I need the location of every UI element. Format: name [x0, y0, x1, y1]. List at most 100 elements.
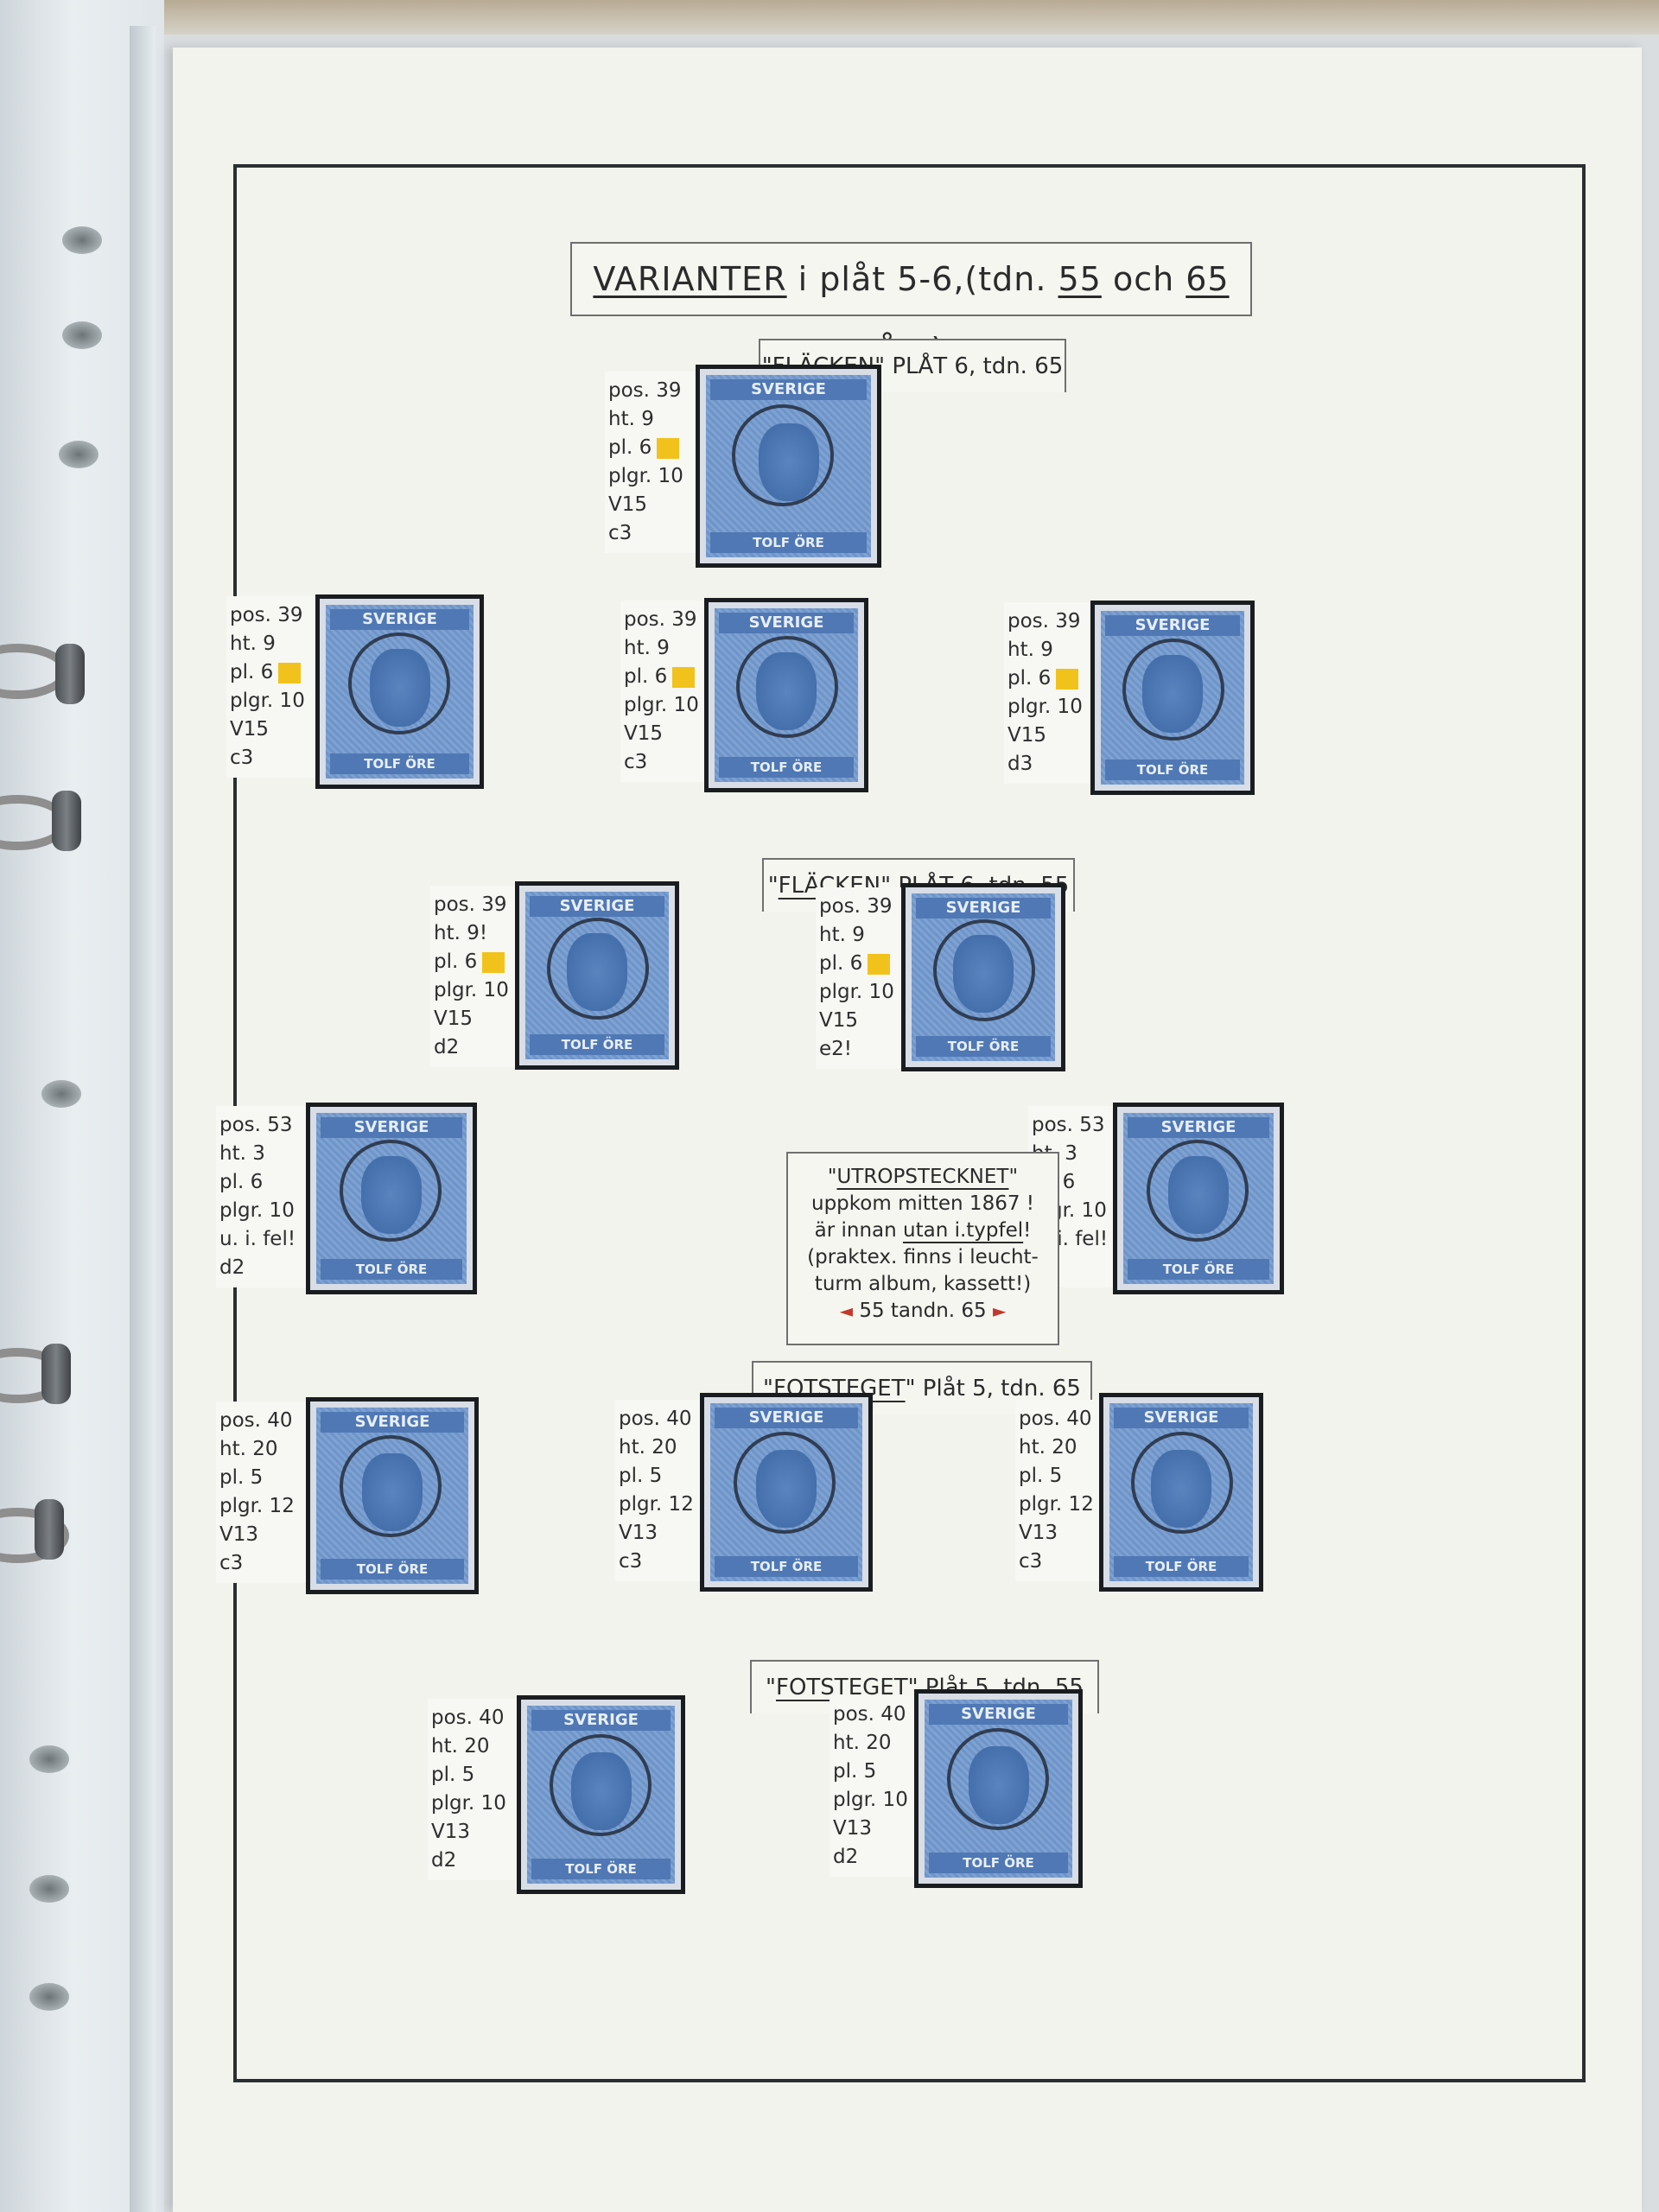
note-grade: c3 [624, 748, 710, 777]
note-variant-text: V15 [608, 493, 648, 516]
note-variant: V13 [833, 1815, 919, 1843]
note-position-text: pos. 40 [833, 1703, 906, 1726]
utrop-underlined: utan i.typfel [903, 1219, 1024, 1242]
note-plate-text: pl. 6 [1007, 667, 1052, 690]
postmark-icon [340, 1435, 442, 1538]
note-position-text: pos. 39 [1007, 610, 1081, 632]
postmark-icon [734, 1431, 836, 1534]
note-plate: pl. 6 [434, 948, 520, 976]
note-plate-text: pl. 6 [230, 661, 274, 683]
note-plate-group-text: plgr. 12 [219, 1495, 295, 1517]
note-position: pos. 39 [624, 606, 710, 634]
note-position-text: pos. 39 [624, 608, 697, 631]
note-plate: pl. 6 [819, 950, 906, 978]
postmark-icon [933, 919, 1036, 1022]
title-variants: VARIANTER [593, 260, 787, 298]
note-plate-group-text: plgr. 10 [833, 1789, 908, 1811]
note-grade: e2! [819, 1035, 906, 1064]
stamp-value-text: TOLF ÖRE [531, 1859, 671, 1879]
note-plate: pl. 6 [624, 663, 710, 691]
note-row-text: ht. 9! [434, 922, 488, 944]
note-row-text: ht. 20 [833, 1732, 892, 1754]
note-position-text: pos. 40 [1019, 1408, 1092, 1430]
note-row: ht. 9 [819, 921, 906, 950]
yellow-marker-icon [278, 662, 302, 683]
binder-top-edge [0, 0, 1659, 35]
note-position: pos. 40 [431, 1704, 518, 1732]
note-plate-group: plgr. 10 [230, 687, 316, 715]
note-plate-text: pl. 6 [608, 436, 652, 459]
note-plate-group: plgr. 10 [819, 978, 906, 1007]
note-position: pos. 40 [1019, 1405, 1105, 1433]
note-position: pos. 40 [219, 1407, 306, 1435]
stamp-notes: pos. 40 ht. 20 pl. 5 plgr. 10 V13 d2 [830, 1695, 923, 1877]
note-variant: V13 [431, 1818, 518, 1847]
punch-hole [29, 1983, 69, 2011]
note-row: ht. 20 [833, 1729, 919, 1758]
note-plate: pl. 6 [608, 434, 695, 462]
note-row: ht. 9! [434, 919, 520, 948]
note-plate: pl. 5 [833, 1758, 919, 1786]
yellow-marker-icon [868, 953, 891, 975]
note-variant: u. i. fel! [219, 1225, 306, 1254]
note-row-text: ht. 20 [431, 1735, 490, 1758]
note-plate: pl. 6 [1007, 664, 1094, 693]
note-plate: pl. 5 [431, 1761, 518, 1789]
note-grade-text: c3 [624, 751, 648, 773]
note-plate: pl. 5 [1019, 1462, 1105, 1491]
note-plate-text: pl. 6 [624, 665, 668, 688]
note-variant-text: V13 [619, 1522, 658, 1544]
arrow-left-icon: ◄ [839, 1300, 854, 1321]
note-grade: d2 [219, 1254, 306, 1282]
utrop-quote: " [1008, 1166, 1019, 1188]
note-position: pos. 39 [434, 891, 520, 919]
utrop-line-6: ◄ 55 tandn. 65 ► [788, 1298, 1058, 1325]
note-row: ht. 20 [1019, 1433, 1105, 1462]
note-variant: V15 [230, 715, 316, 744]
postmark-icon [547, 918, 650, 1020]
stamp-value-text: TOLF ÖRE [710, 532, 867, 553]
stamp-country-text: SVERIGE [530, 896, 664, 917]
note-position-text: pos. 39 [608, 379, 682, 402]
note-position-text: pos. 53 [219, 1114, 293, 1136]
utrop-line-2: uppkom mitten 1867 ! [811, 1192, 1034, 1215]
note-row-text: ht. 9 [230, 632, 276, 655]
stamp-country-text: SVERIGE [330, 609, 469, 630]
note-plate: pl. 6 [219, 1168, 306, 1197]
utrop-title: UTROPSTECKNET [836, 1166, 1009, 1188]
utrop-text: är innan [814, 1219, 903, 1242]
note-grade-text: d2 [833, 1846, 859, 1868]
note-plate-text: pl. 5 [1019, 1465, 1063, 1487]
stamp-value-text: TOLF ÖRE [929, 1853, 1068, 1873]
title-text: i plåt 5-6,(tdn. [786, 260, 1058, 298]
note-row-text: ht. 9 [819, 924, 865, 946]
stamp-country-text: SVERIGE [1114, 1408, 1249, 1428]
postmark-icon [731, 404, 834, 506]
utrop-line-1: "UTROPSTECKNET" [788, 1164, 1058, 1191]
note-plate-text: pl. 5 [431, 1764, 475, 1786]
label-quote: " [763, 1376, 773, 1402]
page-title: VARIANTER i plåt 5-6,(tdn. 55 och 65 års… [570, 242, 1252, 369]
note-plate-group: plgr. 12 [619, 1491, 705, 1519]
note-grade: c3 [619, 1548, 705, 1576]
note-plate-text: pl. 5 [619, 1465, 663, 1487]
postmark-icon [339, 1140, 442, 1243]
note-position-text: pos. 39 [434, 893, 507, 916]
